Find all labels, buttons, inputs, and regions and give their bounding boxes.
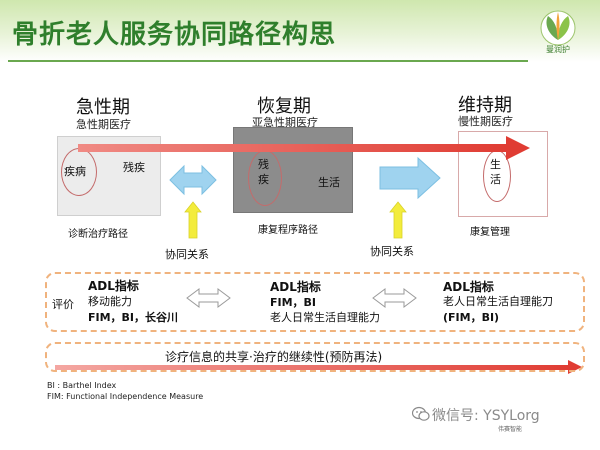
footnote-bi: BI : Barthel Index xyxy=(47,381,117,390)
eval-col3-line2: (FIM，BI) xyxy=(443,311,500,324)
link-label-left: 协同关系 xyxy=(165,248,209,261)
title-underline xyxy=(8,60,528,62)
eval-col1-line2: FIM，BI，长谷川 xyxy=(88,311,179,324)
wechat-icon xyxy=(411,406,430,422)
eval-col2-line2: 老人日常生活自理能力 xyxy=(270,311,380,324)
slide-title: 骨折老人服务协同路径构思 xyxy=(12,20,337,50)
link-label-right: 协同关系 xyxy=(370,245,414,258)
phase-maintenance-sub: 慢性期医疗 xyxy=(458,115,513,128)
wechat-watermark: 微信号: YSYLorg xyxy=(432,408,540,424)
sharing-strip xyxy=(45,342,585,372)
acute-item-disease: 疾病 xyxy=(64,165,86,178)
evaluation-label: 评价 xyxy=(52,298,74,311)
recovery-item-disability: 残疾 xyxy=(258,158,269,186)
acute-bottom-label: 诊断治疗路径 xyxy=(68,229,128,240)
footnote-fim: FIM: Functional Independence Measure xyxy=(47,392,204,401)
eval-col1-title: ADL指标 xyxy=(88,279,139,293)
leaf-logo-icon xyxy=(540,10,576,46)
evaluation-strip xyxy=(45,272,585,332)
phase-timeline-arrow xyxy=(78,136,530,160)
eval-col1-line1: 移动能力 xyxy=(88,295,132,308)
phase-recovery-sub: 亚急性期医疗 xyxy=(252,116,318,129)
logo-text: 曼润护 xyxy=(546,45,570,54)
maintenance-bottom-label: 康复管理 xyxy=(470,227,510,238)
phase-acute-name: 急性期 xyxy=(76,97,130,118)
maintenance-item-life: 生活 xyxy=(490,158,501,186)
sharing-text: 诊疗信息的共享·治疗的继续性(预防再法) xyxy=(165,350,383,364)
acute-item-disability: 残疾 xyxy=(123,161,145,174)
recovery-item-life: 生活 xyxy=(318,176,340,189)
yellow-up-arrow-right xyxy=(389,201,407,239)
hollow-double-arrow-right xyxy=(372,288,417,308)
eval-col2-title: ADL指标 xyxy=(270,280,321,294)
phase-acute-sub: 急性期医疗 xyxy=(76,118,131,131)
header-band xyxy=(0,0,600,62)
hollow-double-arrow-left xyxy=(186,288,231,308)
eval-col3-line1: 老人日常生活自理能刀 xyxy=(443,295,553,308)
eval-col2-line1: FIM，BI xyxy=(270,296,317,309)
watermark-sub: 伟赛智能 xyxy=(498,426,523,433)
blue-right-arrow xyxy=(379,156,441,200)
blue-double-arrow-left xyxy=(169,164,217,196)
yellow-up-arrow-left xyxy=(184,201,202,239)
phase-maintenance-name: 维持期 xyxy=(458,95,512,116)
eval-col3-title: ADL指标 xyxy=(443,280,494,294)
phase-recovery-name: 恢复期 xyxy=(257,96,311,117)
recovery-bottom-label: 康复程序路径 xyxy=(258,225,318,236)
